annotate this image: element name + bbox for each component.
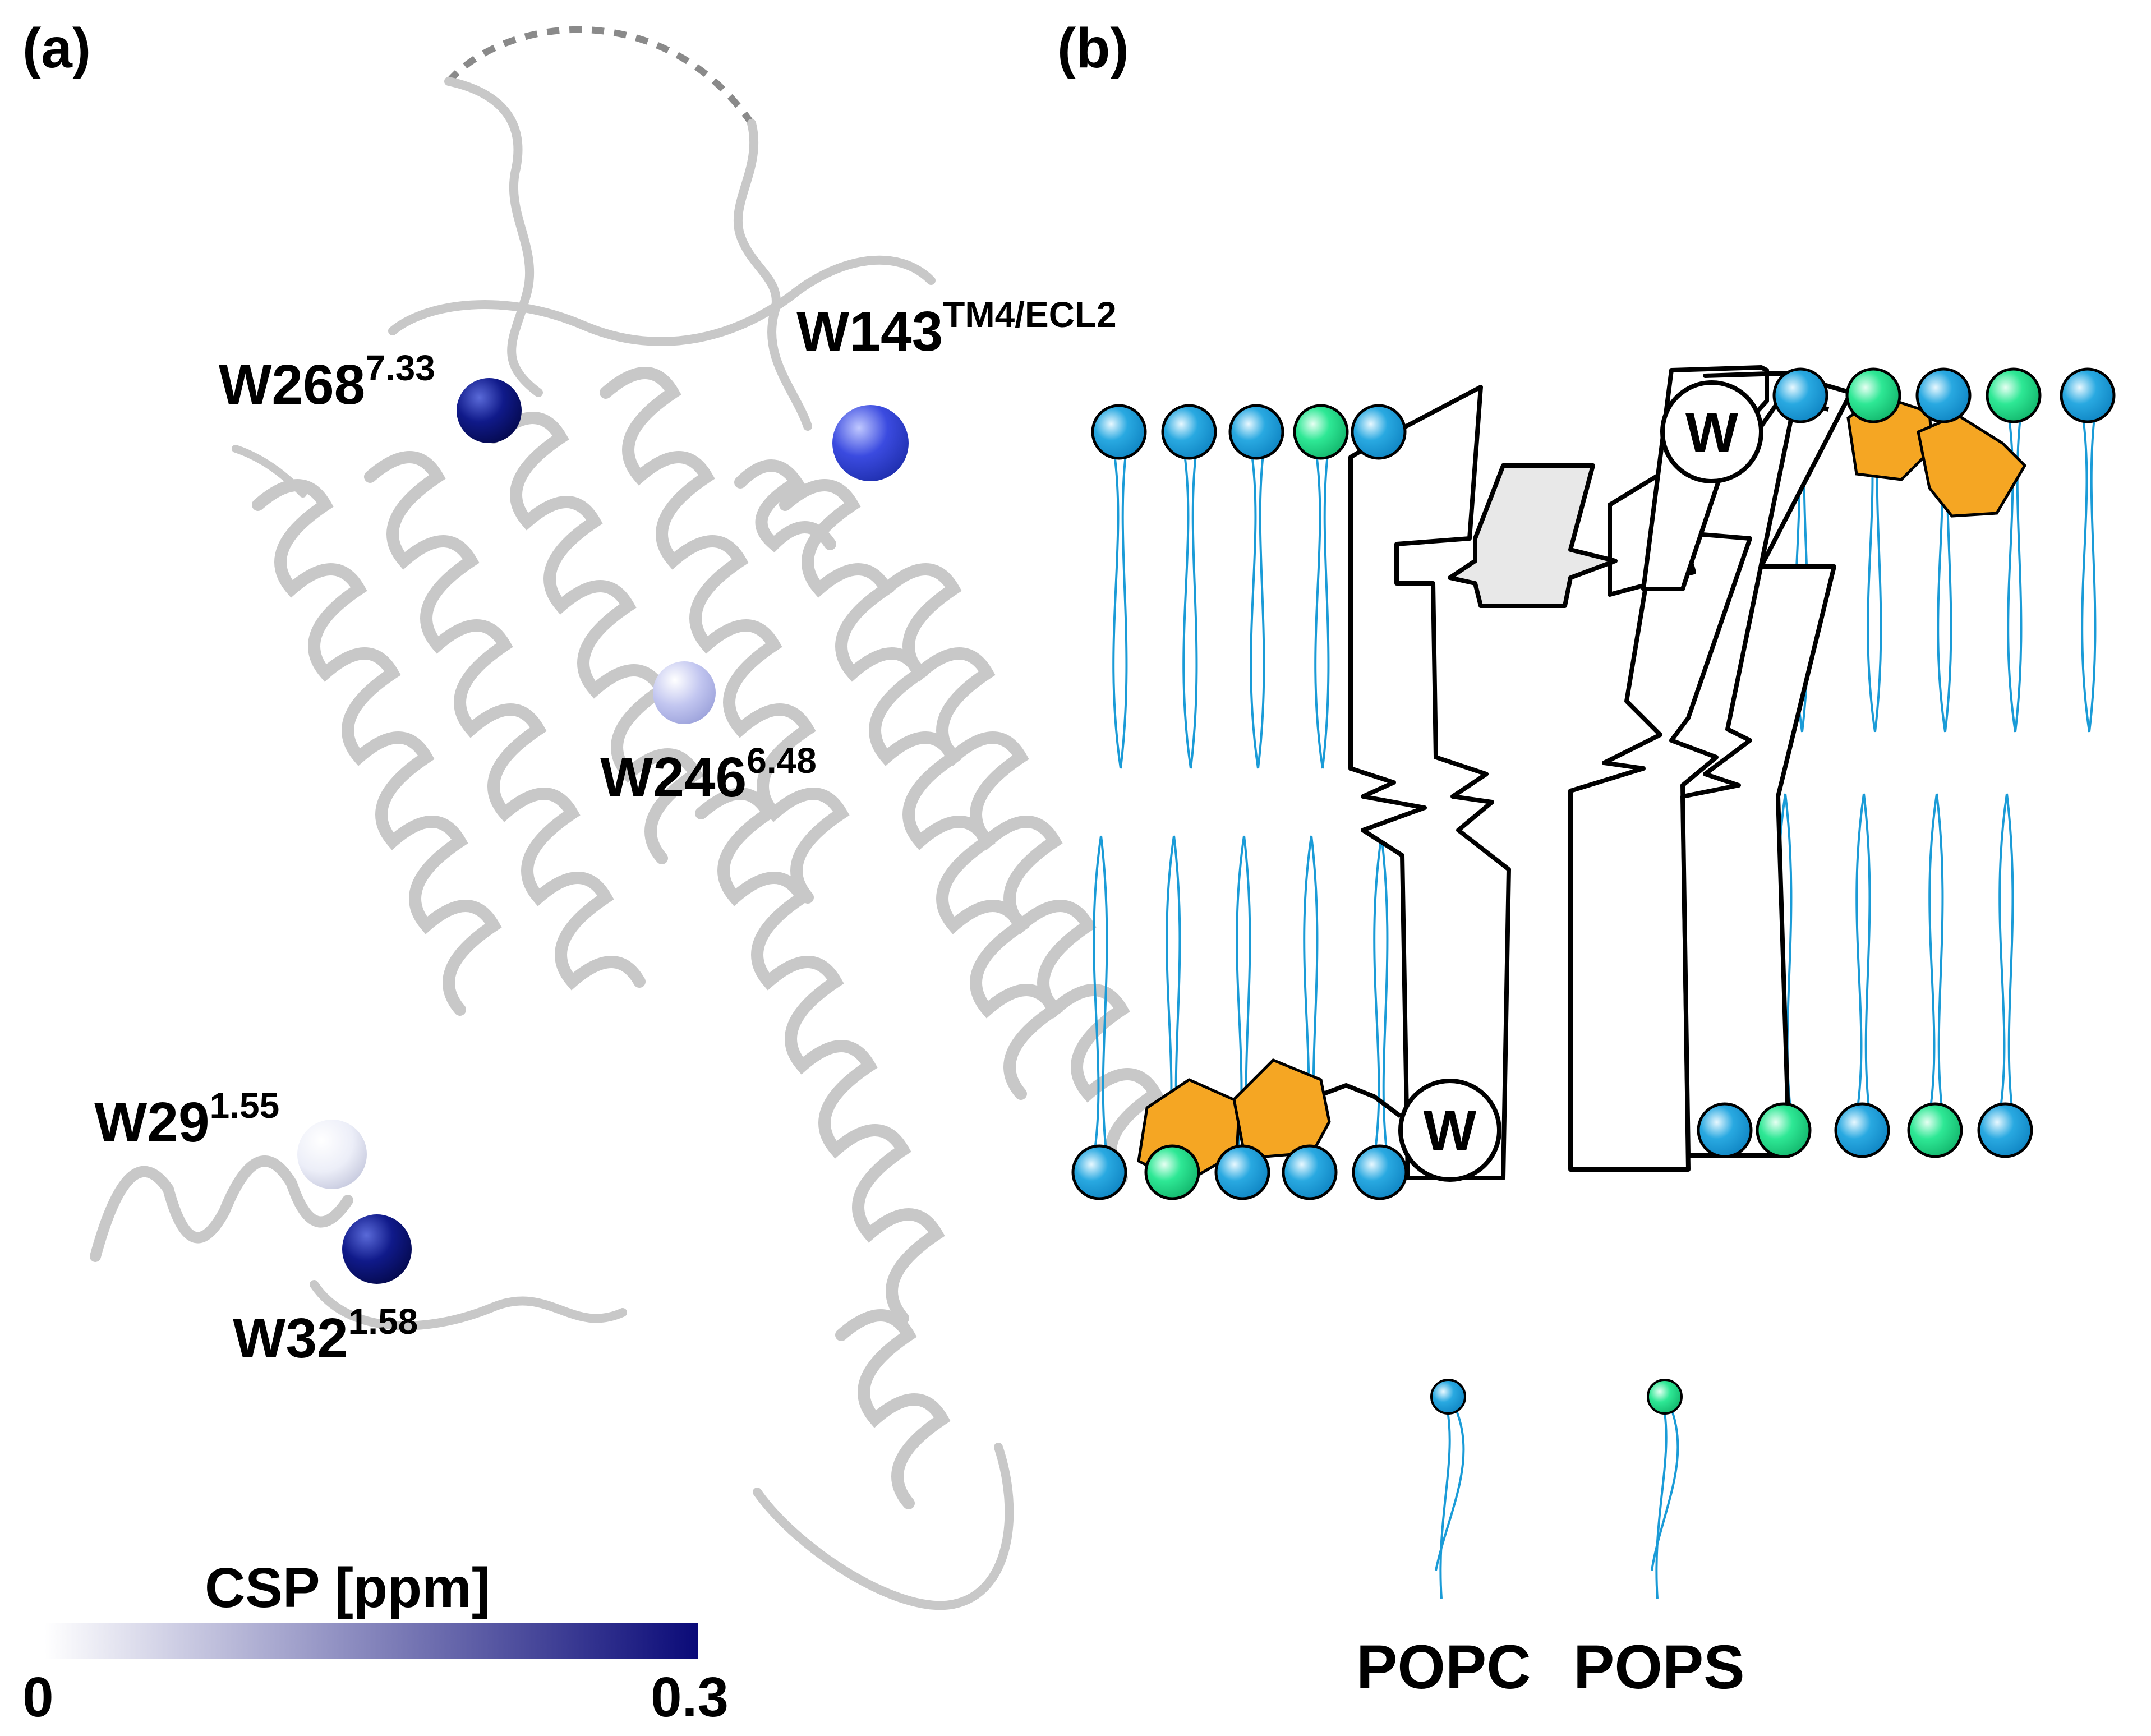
lipid-tail-upper-9-1	[2088, 417, 2097, 733]
panel-a-label: (a)	[22, 17, 91, 80]
w29-sphere	[297, 1120, 367, 1189]
w143-sup: TM4/ECL2	[943, 294, 1116, 335]
colorbar-max-label: 0.3	[651, 1666, 729, 1729]
pops-head-upper-8	[1986, 367, 2042, 423]
pops-head-lower-1	[1144, 1144, 1200, 1200]
w29-label: W291.55	[94, 1085, 279, 1154]
w246-sup: 6.48	[747, 740, 817, 781]
lipid-tail-upper-3-1	[1321, 454, 1330, 769]
lipid-tail-lower-8-0	[1928, 793, 1938, 1108]
pops-head-lower-8	[1907, 1102, 1963, 1158]
trp-label-bottom: W	[1424, 1099, 1477, 1162]
csp-colorbar: CSP [ppm] 0 0.3	[22, 1557, 729, 1729]
lipid-tail-upper-2-0	[1250, 454, 1259, 769]
lipid-tail-upper-9-0	[2081, 417, 2090, 733]
w268-label: W2687.33	[219, 348, 435, 416]
pops-head-lower-6	[1756, 1102, 1812, 1158]
legend-pops-tail	[1655, 1402, 1668, 1599]
helix-right-3	[1680, 371, 1853, 1158]
colorbar-gradient	[45, 1623, 698, 1659]
popc-head-upper-5	[1772, 367, 1828, 423]
panel-b: (b) W W	[1057, 17, 2116, 1702]
w143-label: W143TM4/ECL2	[796, 294, 1117, 363]
w29-sup: 1.55	[210, 1085, 280, 1126]
lipid-tail-lower-9-0	[1998, 793, 2008, 1108]
protein-ribbon	[90, 77, 1164, 1610]
lipid-tail-lower-7-1	[1863, 793, 1871, 1108]
w29-name: W29	[94, 1091, 210, 1154]
lipid-tail-lower-0-0	[1093, 835, 1102, 1150]
lipid-legend: POPC POPS	[1356, 1379, 1745, 1702]
sugar-bottom-2	[1232, 1058, 1331, 1160]
popc-head-lower-2	[1214, 1144, 1270, 1200]
w246-sphere	[653, 661, 716, 724]
w32-label: W321.58	[233, 1301, 418, 1370]
lipid-tail-lower-4-1	[1380, 835, 1389, 1150]
popc-head-upper-4	[1351, 404, 1407, 460]
popc-head-upper-9	[2060, 367, 2116, 423]
legend-pops-tail-2	[1651, 1402, 1679, 1571]
legend-pops-head	[1647, 1379, 1683, 1415]
legend-popc-tail-2	[1435, 1402, 1465, 1571]
colorbar-title: CSP [ppm]	[205, 1557, 490, 1619]
helix-right	[1568, 368, 1752, 1172]
w143-name: W143	[796, 300, 943, 363]
lipid-tails	[1093, 417, 2097, 1150]
pops-head-upper-3	[1293, 404, 1349, 460]
w32-name: W32	[233, 1307, 348, 1370]
popc-head-lower-0	[1071, 1144, 1127, 1200]
w268-sup: 7.33	[365, 348, 435, 388]
legend-popc-head	[1430, 1379, 1466, 1415]
w32-sup: 1.58	[348, 1301, 418, 1342]
popc-head-lower-9	[1977, 1102, 2033, 1158]
w268-sphere	[457, 378, 522, 443]
helix-left	[1348, 385, 1511, 1180]
panel-b-label: (b)	[1057, 17, 1129, 80]
lipid-tail-lower-4-0	[1373, 835, 1383, 1150]
popc-head-upper-2	[1228, 404, 1284, 460]
headgroup-sugars	[1137, 394, 2027, 1185]
sugar-top-2	[1917, 413, 2027, 518]
linker-bottom	[1323, 1083, 1402, 1118]
lipid-tail-upper-0-1	[1120, 454, 1128, 769]
disordered-loop	[446, 26, 754, 126]
ligand	[1448, 463, 1618, 608]
popc-head-upper-7	[1915, 367, 1972, 423]
popc-head-lower-7	[1834, 1102, 1890, 1158]
popc-head-lower-4	[1352, 1144, 1408, 1200]
popc-head-upper-0	[1091, 404, 1147, 460]
w143-sphere	[832, 405, 909, 481]
panel-a: (a)	[22, 17, 1164, 1729]
w32-sphere	[342, 1214, 412, 1284]
lipid-tail-upper-0-0	[1112, 454, 1122, 769]
lipid-heads	[1071, 367, 2116, 1200]
w246-label: W2466.48	[600, 740, 817, 809]
lipid-tail-lower-8-1	[1936, 793, 1944, 1108]
legend-popc-tail	[1439, 1402, 1451, 1599]
lipid-tail-upper-1-1	[1190, 454, 1198, 769]
receptor-schematic	[1323, 365, 1853, 1182]
trp-bubble-bottom	[1398, 1079, 1501, 1182]
lipid-tail-upper-3-0	[1314, 454, 1324, 769]
pops-head-upper-6	[1845, 367, 1901, 423]
legend-pops-label: POPS	[1573, 1633, 1745, 1702]
trp-label-top: W	[1685, 401, 1739, 464]
trp-bubble-top	[1660, 380, 1763, 483]
w246-name: W246	[600, 746, 747, 809]
legend-popc-label: POPC	[1356, 1633, 1531, 1702]
lipid-tail-upper-1-0	[1182, 454, 1192, 769]
w268-name: W268	[219, 353, 365, 416]
lipid-tail-lower-7-0	[1855, 793, 1865, 1108]
popc-head-upper-1	[1161, 404, 1217, 460]
lipid-tail-upper-2-1	[1257, 454, 1265, 769]
popc-head-lower-5	[1697, 1102, 1753, 1158]
lipid-tail-lower-9-1	[2006, 793, 2014, 1108]
colorbar-min-label: 0	[22, 1666, 54, 1729]
popc-head-lower-3	[1282, 1144, 1338, 1200]
lipid-tail-lower-0-1	[1100, 835, 1108, 1150]
